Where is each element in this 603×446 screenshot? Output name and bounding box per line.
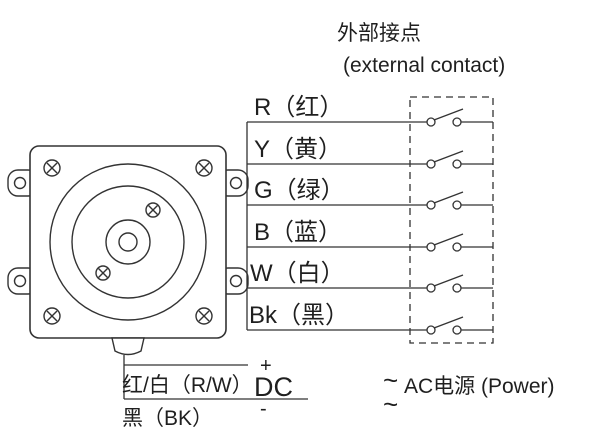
dc-plus-sign: + [260,355,272,377]
wire-label-r: R（红） [254,94,343,121]
ac-power-label: AC电源 (Power) [404,375,555,398]
speaker-ring-outer [49,163,207,321]
contact-switches [426,108,493,335]
contact-terminal [426,200,436,210]
contact-switch [426,108,493,127]
wire-table [246,121,427,331]
corner-screw [43,159,61,177]
contact-terminal [452,200,462,210]
contact-terminal [452,325,462,335]
contact-switch [426,316,493,335]
contact-terminal [452,159,462,169]
contact-switch [426,150,493,169]
speaker [49,163,207,321]
corner-screw [43,307,61,325]
dc-positive-wire-label: 红/白（R/W） [122,374,253,397]
corner-screw [195,307,213,325]
external-contact-box [409,96,494,344]
contact-terminal [452,283,462,293]
external-contact-label-cn: 外部接点 [337,22,421,45]
contact-terminal [426,117,436,127]
dc-label: DC [254,372,293,402]
switch-blade [433,233,464,246]
contact-terminal [452,117,462,127]
mounting-hole [13,274,27,288]
mounting-hole [13,176,27,190]
speaker-ring-inner [105,219,151,265]
device-body [29,145,227,339]
contact-terminal [426,283,436,293]
switch-blade [433,191,464,204]
cable-gland [111,337,145,356]
contact-terminal [426,159,436,169]
contact-terminal [452,242,462,252]
mounting-hole [229,176,243,190]
contact-terminal [426,242,436,252]
wire-labels: R（红） Y（黄） G（绿） B（蓝） W（白） Bk（黑） [249,94,349,329]
wire-label-b: B（蓝） [254,219,342,246]
switch-blade [433,108,464,121]
switch-blade [433,274,464,287]
speaker-screw [145,202,161,218]
dc-negative-wire-label: 黑（BK） [122,407,213,430]
power-wires [123,355,308,400]
wire-label-y: Y（黄） [254,136,342,163]
switch-blade [433,316,464,329]
contact-switch [426,274,493,293]
wire-label-bk: Bk（黑） [249,302,349,329]
ac-tilde-bottom: ~ [383,389,398,419]
contact-switch [426,233,493,252]
wire-label-w: W（白） [250,260,345,287]
speaker-ring-middle [71,185,185,299]
contact-switch [426,191,493,210]
ac-tilde-top: ~ [383,365,398,395]
wire-label-g: G（绿） [254,177,345,204]
contact-terminal [426,325,436,335]
switch-blade [433,150,464,163]
device-illustration [7,145,249,356]
dc-minus-sign: - [260,398,267,420]
speaker-center [118,232,138,252]
corner-screw [195,159,213,177]
speaker-screw [95,265,111,281]
mounting-hole [229,274,243,288]
external-contact-label-en: (external contact) [343,54,505,77]
